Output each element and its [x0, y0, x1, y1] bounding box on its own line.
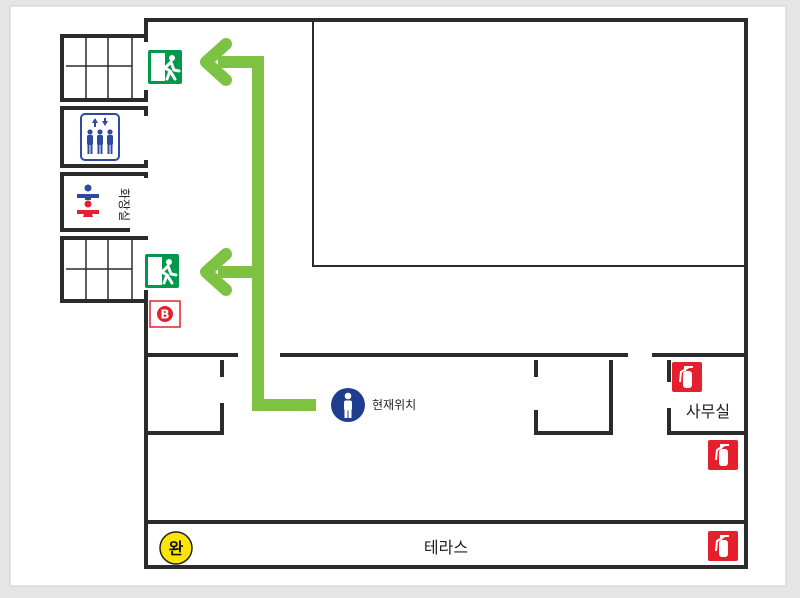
left-room-wall	[144, 403, 224, 435]
emergency-exit-icon	[148, 50, 182, 84]
walls	[144, 18, 748, 569]
fire-extinguisher-terrace	[708, 531, 738, 561]
person-marker-icon	[331, 388, 365, 422]
office-label: 사무실	[686, 402, 730, 421]
restroom-label: 화장실	[117, 188, 131, 221]
basement-badge-label: B	[160, 308, 169, 322]
lower-stairs-treads	[66, 238, 133, 301]
route-arrowhead-top	[200, 38, 232, 86]
large-room-outline	[312, 19, 747, 267]
route-arrowhead-lower	[200, 248, 232, 296]
elevator-icon	[80, 113, 120, 161]
exit-sign-lower	[145, 254, 179, 288]
paper	[9, 5, 787, 587]
done-badge-label: 완	[169, 539, 184, 558]
middle-room-wall	[534, 360, 613, 435]
exit-sign-top	[148, 50, 182, 84]
current-location-marker: 현재위치	[331, 388, 416, 422]
lower-stairwell-wall	[60, 236, 148, 303]
current-location-label: 현재위치	[372, 398, 416, 412]
elevator-shaft-wall	[60, 106, 148, 168]
top-stairs-treads	[66, 36, 133, 100]
evacuation-route	[200, 38, 316, 411]
fire-extinguisher-office	[672, 362, 702, 392]
restroom-wall	[60, 172, 148, 232]
emergency-exit-icon	[145, 254, 179, 288]
left-annex	[60, 34, 148, 303]
office-wall	[667, 408, 748, 435]
fire-extinguisher-icon	[672, 362, 702, 392]
fire-extinguisher-icon	[708, 531, 738, 561]
fire-extinguisher-icon	[708, 440, 738, 470]
top-stairwell-wall	[60, 34, 148, 102]
route-path-main	[218, 56, 316, 411]
basement-badge: B	[149, 300, 181, 328]
restroom-icon	[77, 184, 99, 217]
fire-extinguisher-corridor	[708, 440, 738, 470]
terrace-label: 테라스	[424, 538, 468, 557]
done-badge: 완	[159, 531, 193, 565]
